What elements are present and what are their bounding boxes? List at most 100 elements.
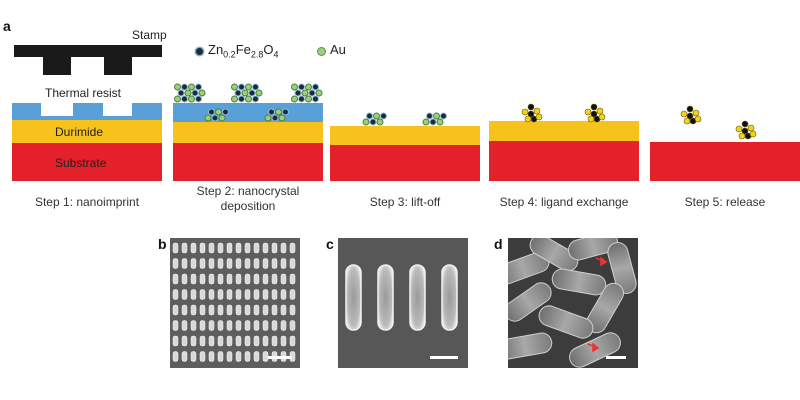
nanorod-b bbox=[271, 242, 278, 254]
panel-c-letter: c bbox=[326, 236, 334, 252]
nanorod-b bbox=[208, 304, 215, 316]
zn-fe-o-nanocrystal bbox=[429, 118, 437, 126]
au-nanocrystal bbox=[255, 89, 263, 97]
nanorod-b bbox=[190, 351, 197, 362]
nanorod-b bbox=[289, 258, 296, 269]
nanorod-b bbox=[262, 258, 269, 269]
panel-d-letter: d bbox=[494, 236, 503, 252]
nanorod-b bbox=[208, 258, 215, 269]
nanorod-b bbox=[199, 351, 206, 362]
nanorod-b bbox=[235, 351, 242, 362]
substrate-layer-step5 bbox=[650, 142, 800, 181]
nanorod-b bbox=[181, 273, 188, 285]
nanorod-b bbox=[226, 335, 233, 347]
panel-b-letter: b bbox=[158, 236, 167, 252]
nanorod-b bbox=[208, 273, 215, 285]
nanorod-b bbox=[271, 273, 278, 285]
ligand-coated-nanocrystal bbox=[590, 103, 598, 111]
ligand-coated-nanocrystal bbox=[680, 110, 688, 118]
au-nanocrystal bbox=[245, 95, 252, 103]
durimide-layer-step4 bbox=[489, 121, 639, 141]
nanorod-b bbox=[226, 258, 233, 269]
ligand-coated-nanocrystal bbox=[535, 113, 543, 121]
zn-fe-o-nanocrystal bbox=[234, 89, 242, 97]
au-nanocrystal bbox=[241, 89, 249, 97]
nanorod-b bbox=[271, 335, 278, 347]
ligand-coated-nanocrystal bbox=[686, 112, 694, 120]
nanorod-b bbox=[199, 242, 206, 254]
nanorod-b bbox=[280, 304, 287, 316]
au-nanocrystal bbox=[373, 112, 380, 120]
zn-fe-o-nanocrystal bbox=[195, 95, 202, 103]
resist-block bbox=[12, 103, 41, 120]
nanorod-b bbox=[181, 351, 188, 362]
nanorod-b bbox=[199, 273, 206, 285]
zn-fe-o-nanocrystal bbox=[211, 114, 219, 122]
au-nanocrystal bbox=[305, 95, 312, 103]
nanorod-b bbox=[217, 335, 224, 347]
nanorod-b bbox=[217, 289, 224, 300]
nanorod-b bbox=[208, 289, 215, 300]
zn-fe-o-nanocrystal bbox=[238, 95, 245, 103]
nanorod-b bbox=[271, 304, 278, 316]
au-nanocrystal bbox=[218, 114, 226, 122]
zn-fe-o-nanocrystal bbox=[181, 95, 188, 103]
released-nanorods bbox=[508, 238, 637, 368]
nanorod-b bbox=[190, 320, 197, 331]
nanorod-b bbox=[280, 320, 287, 331]
nanorod-b bbox=[226, 273, 233, 285]
nanorod-b bbox=[199, 335, 206, 347]
zn-fe-o-nanocrystal bbox=[177, 89, 185, 97]
nanorod-b bbox=[280, 289, 287, 300]
nanorod-b bbox=[208, 335, 215, 347]
nanorod-b bbox=[208, 351, 215, 362]
ligand-coated-nanocrystal bbox=[694, 115, 702, 123]
durimide-layer bbox=[12, 120, 162, 143]
nanorod-b bbox=[289, 242, 296, 254]
nanorod-b bbox=[172, 335, 179, 347]
nanorod-b bbox=[181, 242, 188, 254]
substrate-layer-step4 bbox=[489, 141, 639, 181]
nanorod-b bbox=[253, 351, 260, 362]
au-nanocrystal bbox=[198, 89, 206, 97]
zn-fe-o-nanocrystal bbox=[308, 89, 316, 97]
sem-image-d bbox=[508, 238, 638, 368]
scale-bar-d bbox=[606, 356, 626, 359]
thermal-resist-label: Thermal resist bbox=[45, 86, 122, 100]
nanorod-c bbox=[345, 264, 362, 331]
nanorod-b bbox=[262, 304, 269, 316]
ligand-coated-nanocrystal bbox=[747, 124, 755, 132]
durimide-layer-step2 bbox=[173, 122, 323, 143]
au-nanocrystal bbox=[174, 83, 181, 91]
panel-a-letter: a bbox=[3, 18, 11, 34]
nanorod-b bbox=[190, 273, 197, 285]
ligand-coated-nanocrystal bbox=[598, 113, 606, 121]
ligand-coated-nanocrystal bbox=[527, 103, 535, 111]
stamp-body bbox=[14, 45, 162, 57]
au-nanocrystal bbox=[422, 118, 430, 126]
nanorod-b bbox=[280, 335, 287, 347]
ligand-coated-nanocrystal bbox=[527, 110, 535, 118]
nanorod-b bbox=[271, 320, 278, 331]
au-nanocrystal bbox=[291, 95, 298, 103]
ligand-coated-nanocrystal bbox=[524, 115, 532, 123]
au-nanocrystal bbox=[188, 95, 195, 103]
ligand-coated-nanocrystal bbox=[596, 107, 604, 115]
nanorod-b bbox=[181, 335, 188, 347]
ligand-coated-nanocrystal bbox=[686, 105, 694, 113]
stamp-tooth-right bbox=[104, 57, 132, 75]
zn-fe-o-nanocrystal bbox=[252, 83, 259, 91]
nanorod-b bbox=[217, 258, 224, 269]
nanorod-c bbox=[441, 264, 458, 331]
nanorod-b bbox=[262, 273, 269, 285]
zn-fe-o-nanocrystal bbox=[191, 89, 199, 97]
nanorod-b bbox=[280, 273, 287, 285]
step-4-caption: Step 4: ligand exchange bbox=[499, 195, 629, 209]
nanorod-b bbox=[172, 351, 179, 362]
zn-fe-o-nanocrystal bbox=[426, 112, 433, 120]
nanorod-b bbox=[244, 273, 251, 285]
au-nanocrystal bbox=[215, 108, 222, 116]
nanorod-b bbox=[244, 351, 251, 362]
durimide-label: Durimide bbox=[55, 125, 104, 139]
